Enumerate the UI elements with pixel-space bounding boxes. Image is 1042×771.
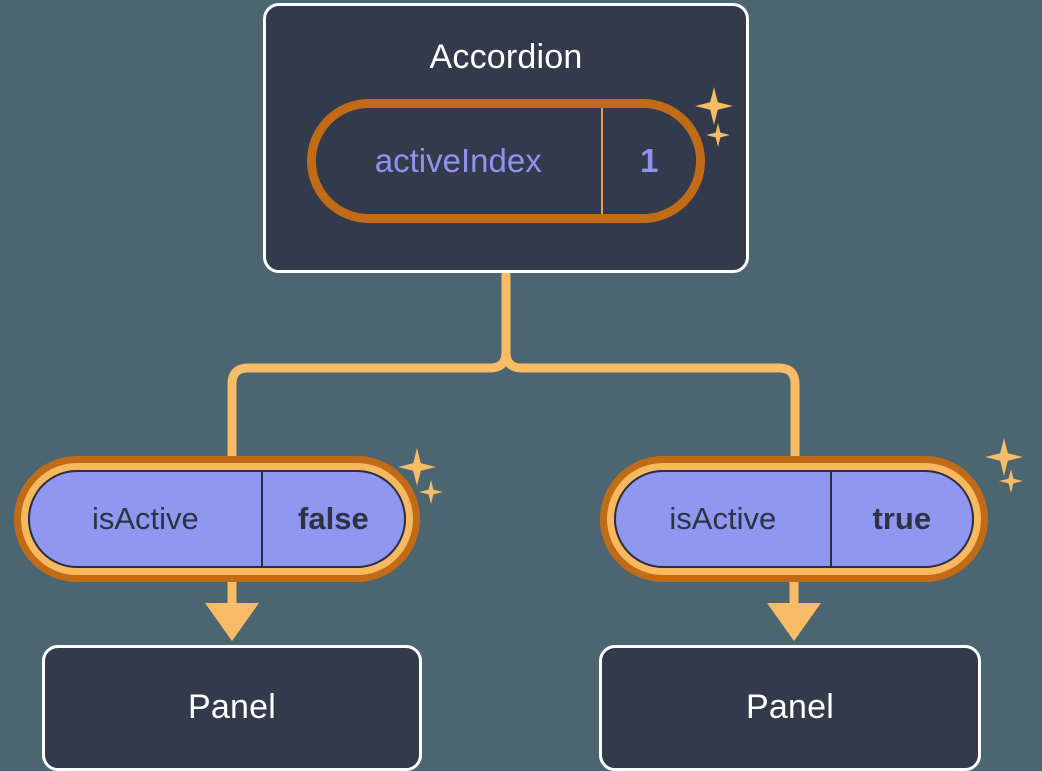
connector-root-to-left-child	[227, 347, 511, 463]
component-title-accordion: Accordion	[429, 38, 583, 76]
pill-outer-ring	[307, 99, 705, 223]
connector-root-to-children	[501, 270, 800, 463]
pill-inner-ring	[607, 463, 981, 575]
pill-body: activeIndex 1	[316, 108, 696, 214]
prop-pill-is-active-false[interactable]: isActive false	[14, 456, 420, 582]
component-title-panel-right: Panel	[746, 688, 834, 726]
prop-key-label: isActive	[30, 472, 263, 566]
component-node-panel-right[interactable]: Panel	[599, 645, 981, 771]
pill-outer-ring	[600, 456, 988, 582]
sparkle-icon	[985, 438, 1023, 476]
arrowhead-right-panel	[767, 603, 821, 641]
state-value-label: 1	[640, 142, 659, 179]
pill-outer-ring	[14, 456, 420, 582]
pill-body: isActive false	[28, 470, 406, 568]
pill-body: isActive true	[614, 470, 974, 568]
prop-value-label: false	[298, 501, 369, 536]
pill-inner-ring	[21, 463, 413, 575]
arrowhead-left-panel	[205, 603, 259, 641]
component-title-panel-left: Panel	[188, 688, 276, 726]
prop-value-label: true	[872, 501, 932, 536]
prop-key-label: isActive	[616, 472, 832, 566]
prop-pill-is-active-true[interactable]: isActive true	[600, 456, 988, 582]
state-key-label: activeIndex	[316, 108, 603, 214]
component-node-panel-left[interactable]: Panel	[42, 645, 422, 771]
state-pill-active-index[interactable]: activeIndex 1	[307, 99, 705, 223]
sparkle-icon	[999, 469, 1023, 493]
sparkle-icon	[419, 480, 443, 504]
